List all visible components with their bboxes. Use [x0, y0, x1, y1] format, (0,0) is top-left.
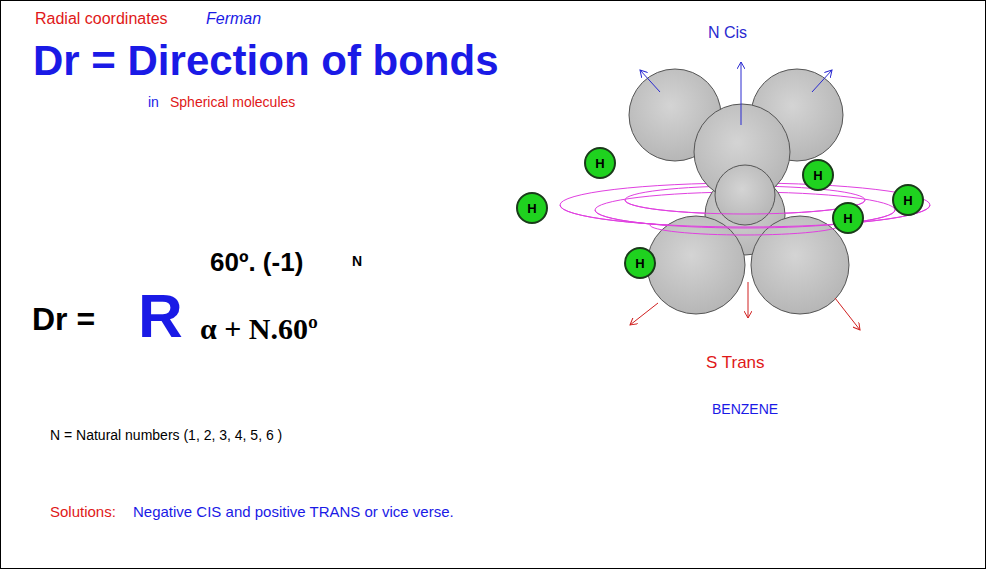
orbit-rings-front [560, 200, 930, 235]
hydrogen-atom: H [624, 247, 656, 279]
pole-label: N Cis [708, 24, 747, 42]
atom-symbol: H [595, 157, 604, 170]
formula-exponent: N [352, 254, 362, 269]
title-heading: Dr = Direction of bonds [33, 38, 499, 84]
hydrogen-atom: H [892, 184, 924, 216]
hydrogen-atom: H [516, 192, 548, 224]
formula-exponent: 60º. (-1) [210, 248, 303, 277]
author-label: Ferman [206, 10, 261, 28]
atom-symbol: H [903, 194, 912, 207]
hydrogen-atom: H [584, 147, 616, 179]
subtitle-label: Radial coordinates [35, 10, 168, 28]
atom-symbol: H [527, 202, 536, 215]
molecule-name: BENZENE [712, 402, 778, 417]
atom-symbol: H [843, 212, 852, 225]
hydrogen-atom: H [802, 159, 834, 191]
formula-term: Dr = [32, 302, 95, 337]
connector-word: in [148, 95, 159, 110]
atom-symbol: H [635, 257, 644, 270]
carbon-spheres [629, 69, 849, 314]
pole-label: S Trans [706, 354, 765, 373]
formula-subscript: α + N.60º [200, 312, 318, 345]
hydrogen-atom: H [832, 202, 864, 234]
cis-arrows [640, 62, 832, 125]
note-heading: Solutions: [50, 504, 116, 521]
note-text: N = Natural numbers (1, 2, 3, 4, 5, 6 ) [50, 428, 282, 443]
atom-symbol: H [813, 169, 822, 182]
trans-arrows [630, 282, 860, 330]
subtitle-label: Spherical molecules [170, 95, 295, 110]
note-text: Negative CIS and positive TRANS or vice … [133, 504, 454, 521]
formula-symbol: R [138, 282, 183, 350]
